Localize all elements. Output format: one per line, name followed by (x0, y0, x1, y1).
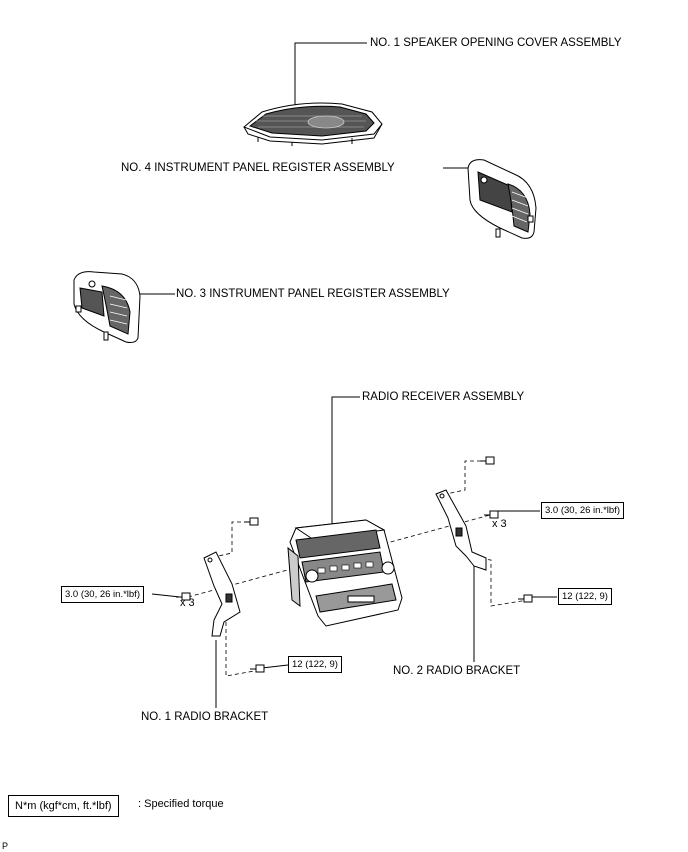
quantity-right: x 3 (492, 518, 507, 530)
legend-unit-box: N*m (kgf*cm, ft.*lbf) (8, 795, 119, 817)
radio-bracket-1-part (203, 551, 241, 637)
radio-bracket-2-part (435, 489, 487, 571)
register-3-part (73, 271, 141, 343)
torque-left-bolt: 12 (122, 9) (288, 656, 342, 673)
quantity-left: x 3 (180, 597, 195, 609)
label-radio-bracket-1: NO. 1 RADIO BRACKET (141, 711, 269, 723)
radio-receiver-part (287, 519, 403, 627)
bolt-left (250, 664, 265, 673)
label-register-3: NO. 3 INSTRUMENT PANEL REGISTER ASSEMBLY (176, 288, 450, 300)
label-speaker-cover: NO. 1 SPEAKER OPENING COVER ASSEMBLY (370, 37, 622, 49)
torque-right-bolt: 12 (122, 9) (558, 588, 612, 605)
torque-right-screws: 3.0 (30, 26 in.*lbf) (541, 502, 624, 519)
screw-left-top (244, 517, 259, 526)
screw-left (176, 592, 191, 601)
register-4-part (467, 159, 537, 239)
fasteners (176, 456, 533, 673)
corner-mark: P (2, 841, 9, 851)
torque-left-screws: 3.0 (30, 26 in.*lbf) (61, 586, 144, 603)
leader-radio-receiver (331, 396, 360, 530)
label-register-4: NO. 4 INSTRUMENT PANEL REGISTER ASSEMBLY (121, 162, 395, 174)
speaker-cover-part (243, 102, 383, 146)
legend-meaning: : Specified torque (138, 798, 224, 810)
bolt-right (518, 594, 533, 603)
screw-right (484, 510, 499, 519)
label-radio-receiver: RADIO RECEIVER ASSEMBLY (362, 391, 525, 403)
leader-speaker-cover (294, 42, 367, 108)
label-radio-bracket-2: NO. 2 RADIO BRACKET (393, 665, 521, 677)
screw-right-top (480, 456, 495, 465)
